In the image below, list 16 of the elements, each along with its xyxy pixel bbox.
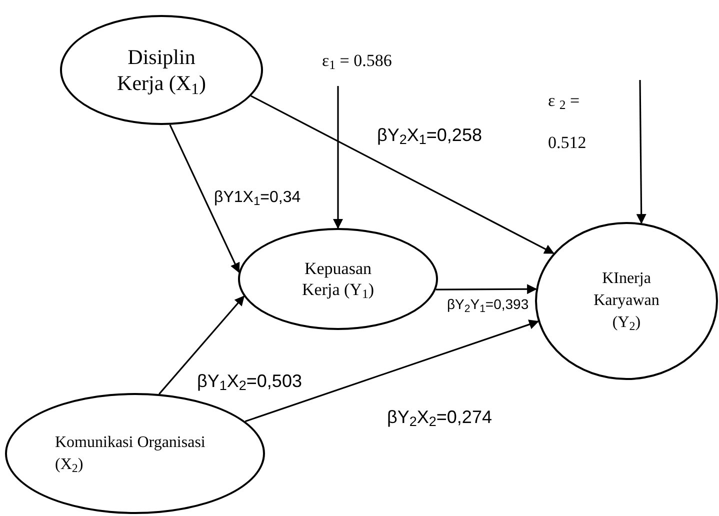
arrow	[636, 80, 646, 224]
arrow	[158, 296, 245, 395]
arrow	[436, 284, 538, 294]
arrow	[169, 124, 240, 273]
ellipse-node	[535, 222, 718, 380]
error-term-label: ε$_{1}$ = 0.586	[322, 48, 392, 74]
arrow	[333, 86, 343, 229]
node-label: KInerja Karyawan (Y$_{2}$)	[592, 269, 660, 334]
ellipse-node	[60, 15, 263, 125]
node-label: Komunikasi Organisasi (X$_{2}$)	[55, 432, 206, 476]
node-label: Kepuasan Kerja (Y$_{1}$)	[301, 258, 375, 300]
ellipse-node	[238, 228, 438, 330]
error-term-label: ε $_{2}$ = 0.512	[548, 80, 618, 164]
node-label: Disiplin Kerja (X$_{1}$)	[116, 44, 207, 96]
arrow	[250, 95, 554, 254]
arrow	[244, 320, 540, 422]
